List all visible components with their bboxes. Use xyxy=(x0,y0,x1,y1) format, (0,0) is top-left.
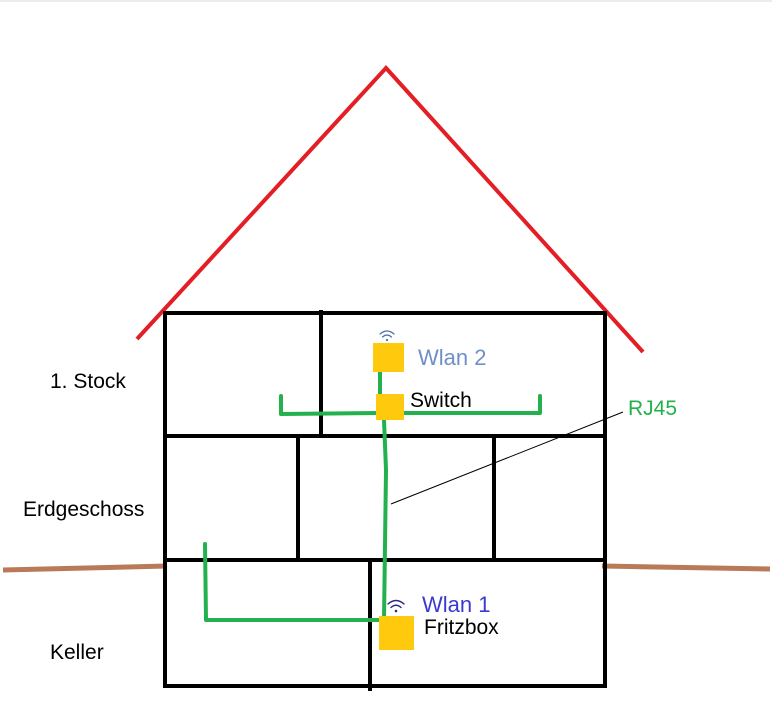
wlan2-access-point xyxy=(373,343,404,372)
wifi-icon xyxy=(379,330,395,342)
roof xyxy=(135,65,645,354)
floor-label-upper: 1. Stock xyxy=(50,370,126,393)
switch-label: Switch xyxy=(410,389,472,412)
cable-upper-right xyxy=(401,394,542,415)
cable-riser xyxy=(382,418,388,622)
ground-line-left xyxy=(2,563,168,573)
wifi-icon xyxy=(387,599,405,613)
floor-label-ground: Erdgeschoss xyxy=(23,498,145,521)
fritzbox-label: Fritzbox xyxy=(424,616,499,639)
house-outline xyxy=(163,311,607,688)
rj45-cables xyxy=(203,368,542,622)
rj45-pointer-line xyxy=(390,411,624,505)
rj45-label: RJ45 xyxy=(628,397,678,420)
wlan2-label: Wlan 2 xyxy=(418,345,487,370)
cable-basement-left xyxy=(203,542,386,622)
cable-upper-left xyxy=(279,394,380,416)
wlan1-label: Wlan 1 xyxy=(422,592,491,617)
floor-label-basement: Keller xyxy=(50,641,104,664)
switch-device xyxy=(376,394,404,420)
fritzbox-router xyxy=(379,616,414,650)
ground-line-right xyxy=(601,563,771,572)
